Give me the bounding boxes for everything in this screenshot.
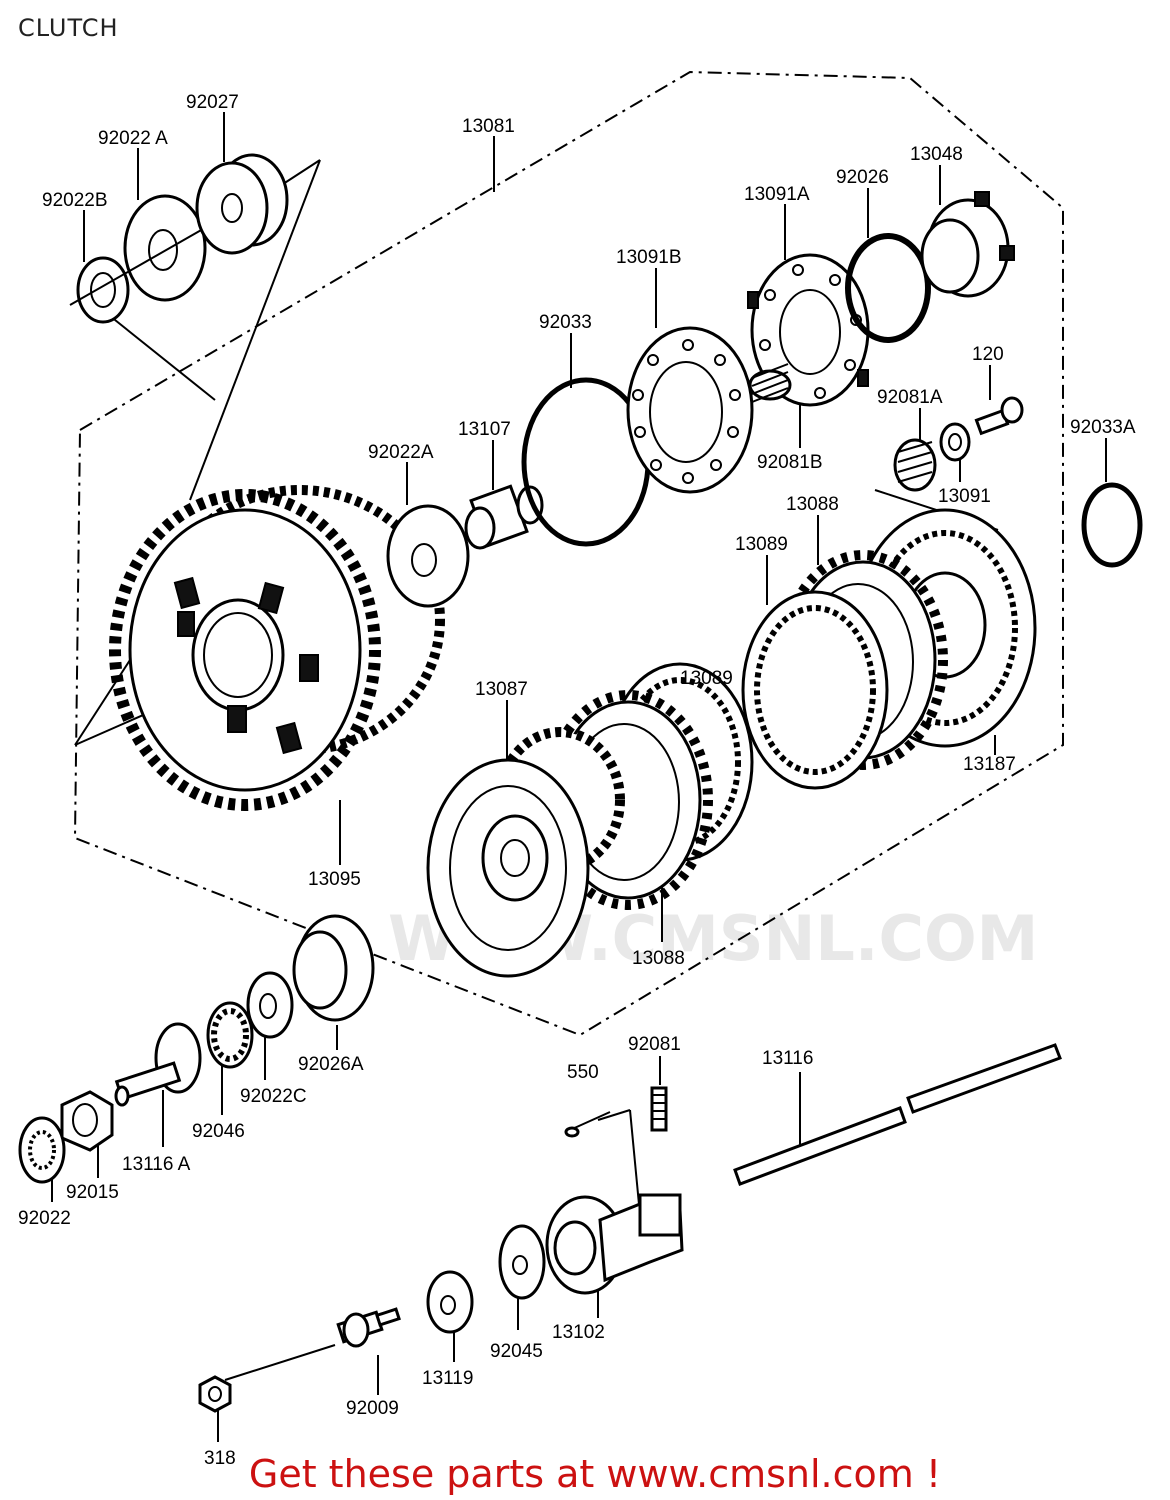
label-13187: 13187 xyxy=(963,754,1016,775)
pin-550 xyxy=(564,1111,611,1138)
label-92045: 92045 xyxy=(490,1341,543,1362)
label-13095: 13095 xyxy=(308,869,361,890)
part-labels: 13081 92027 92022 A 92022B 13048 92026 1… xyxy=(18,92,1136,1469)
label-13119: 13119 xyxy=(422,1368,473,1389)
footer-link[interactable]: Get these parts at www.cmsnl.com ! xyxy=(248,1452,942,1496)
label-13088-top: 13088 xyxy=(786,494,839,515)
label-92081b: 92081B xyxy=(757,452,823,473)
label-92015: 92015 xyxy=(66,1182,119,1203)
bearing-92046 xyxy=(206,1001,254,1069)
nut-92015 xyxy=(60,1090,114,1152)
label-13087: 13087 xyxy=(475,679,528,700)
plate-92045 xyxy=(498,1224,546,1300)
label-120: 120 xyxy=(972,344,1004,365)
label-92026a: 92026A xyxy=(298,1054,364,1075)
bolt-120 xyxy=(974,396,1024,436)
label-92033: 92033 xyxy=(539,312,592,333)
label-13091b: 13091B xyxy=(616,247,682,268)
collar-92027 xyxy=(195,153,289,255)
cup-92026a xyxy=(292,914,375,1022)
screw-92009 xyxy=(336,1307,401,1348)
cam-13119 xyxy=(426,1270,474,1334)
label-318: 318 xyxy=(204,1448,236,1469)
washer-92022a-top xyxy=(69,194,211,306)
label-92081: 92081 xyxy=(628,1034,681,1055)
release-lever-13102 xyxy=(545,1193,684,1295)
label-13089-mid: 13089 xyxy=(680,668,733,689)
lock-washer-92022 xyxy=(18,1116,66,1184)
nut-318 xyxy=(198,1375,232,1413)
circlip-92033a xyxy=(1081,482,1143,568)
primary-gear-13095 xyxy=(109,485,445,811)
label-92027: 92027 xyxy=(186,92,239,113)
label-13091a: 13091A xyxy=(744,184,810,205)
label-92022c: 92022C xyxy=(240,1086,307,1107)
label-13107: 13107 xyxy=(458,419,511,440)
label-13116a: 13116 A xyxy=(122,1154,191,1175)
steel-plate-13089-top xyxy=(741,590,889,790)
diagram-title: CLUTCH xyxy=(18,14,119,42)
label-13088-bot: 13088 xyxy=(632,948,685,969)
label-92009: 92009 xyxy=(346,1398,399,1419)
pushrod-13116a xyxy=(114,1022,202,1107)
pressure-plate-13091b xyxy=(626,326,754,494)
label-92022b: 92022B xyxy=(42,190,108,211)
label-13091: 13091 xyxy=(938,486,991,507)
label-13116: 13116 xyxy=(762,1048,813,1069)
washer-92022a-mid xyxy=(386,504,470,608)
spring-92081b xyxy=(748,363,792,403)
spring-92081 xyxy=(650,1086,668,1132)
label-550: 550 xyxy=(567,1062,599,1083)
label-92022: 92022 xyxy=(18,1208,71,1229)
label-92046: 92046 xyxy=(192,1121,245,1142)
washer-92022c xyxy=(246,971,294,1039)
spring-92081a xyxy=(893,438,937,492)
label-92081a: 92081A xyxy=(877,387,943,408)
label-13081: 13081 xyxy=(462,116,515,137)
assembly-boundary xyxy=(73,70,1064,1037)
label-92022a-mid: 92022A xyxy=(368,442,434,463)
washer-92022b xyxy=(76,256,130,324)
label-13102: 13102 xyxy=(552,1322,605,1343)
label-13048: 13048 xyxy=(910,144,963,165)
clutch-housing-13087 xyxy=(426,727,625,978)
holder-13048 xyxy=(920,191,1015,298)
label-92033a: 92033A xyxy=(1070,417,1136,438)
washer-13091 xyxy=(939,422,971,462)
o-ring-92026 xyxy=(845,233,931,343)
label-92026: 92026 xyxy=(836,167,889,188)
pushrod-13116 xyxy=(733,1043,1062,1186)
label-92022a-top: 92022 A xyxy=(98,128,168,149)
label-13089-top: 13089 xyxy=(735,534,788,555)
